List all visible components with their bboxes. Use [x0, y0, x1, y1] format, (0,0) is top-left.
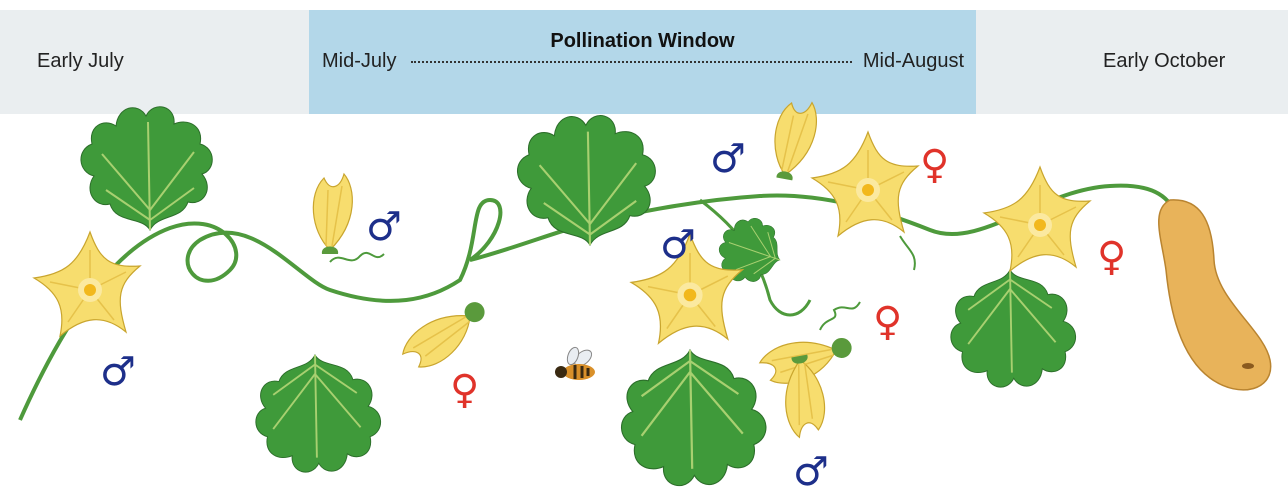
leaf — [518, 116, 656, 245]
female-symbol-icon: ♀ — [1097, 234, 1126, 280]
female-symbol-icon: ♀ — [873, 299, 902, 345]
male-symbol-icon: ♂ — [710, 136, 746, 182]
leaf — [622, 350, 766, 486]
leaf — [951, 270, 1076, 387]
male-flower — [34, 232, 140, 336]
female-flower-bud — [397, 289, 493, 378]
male-symbol-icon: ♂ — [366, 204, 402, 250]
butternut-squash — [1159, 200, 1271, 390]
female-flower — [984, 167, 1090, 271]
male-symbol-icon: ♂ — [100, 349, 136, 395]
female-symbol-icon: ♀ — [920, 142, 949, 188]
male-symbol-icon: ♂ — [660, 222, 696, 268]
female-symbol-icon: ♀ — [450, 367, 479, 413]
male-flower-bud — [313, 174, 352, 254]
male-symbol-icon: ♂ — [793, 449, 829, 487]
bee-icon — [555, 346, 595, 380]
leaf — [81, 107, 212, 230]
male-flower-bud — [768, 97, 820, 183]
leaf — [256, 355, 381, 472]
